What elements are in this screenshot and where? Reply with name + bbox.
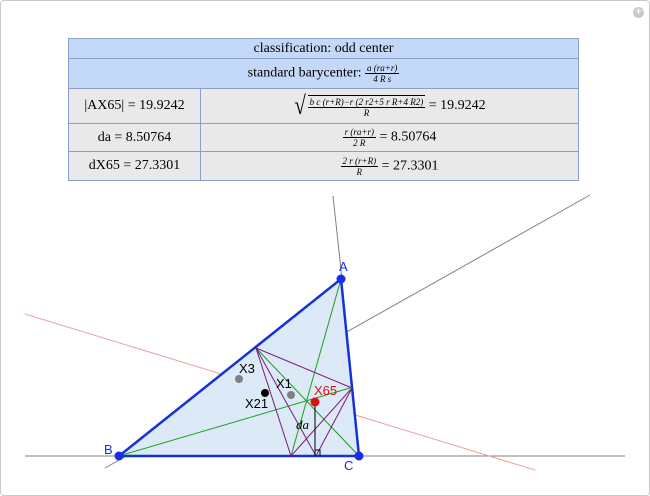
dx65-value: = 27.3301 [381,158,439,174]
point-x3[interactable] [235,375,243,383]
dx65-fraction: 2 r (r+R) R [340,155,379,177]
distance-dx65-label: dX65 = 27.3301 [68,151,201,181]
purple-quadrilateral [255,347,353,457]
da-numerator: r (ra+r) [342,127,376,138]
label-x21: X21 [245,396,268,411]
label-x1: X1 [276,376,292,391]
label-b: B [104,442,113,457]
purple-segment-2 [315,387,353,457]
ax65-value: = 19.9242 [428,98,486,114]
barycenter-numerator: a (ra+r) [365,63,400,74]
label-a: A [339,259,348,274]
barycenter-denominator: 4 R s [373,74,392,84]
label-x65: X65 [314,383,337,398]
label-c: C [344,458,353,473]
point-x21[interactable] [261,389,269,397]
ax65-numerator: b c (r+R)−r (2 r2+5 r R+4 R2) [307,96,426,108]
vertex-c[interactable] [354,451,364,461]
classification-cell: classification: odd center [68,38,579,59]
da-fraction: r (ra+r) 2 R [342,127,376,148]
vertex-a[interactable] [336,274,346,284]
dx65-numerator: 2 r (r+R) [340,155,379,167]
triangle-abc [115,276,361,458]
label-da: da [296,417,310,432]
distance-ax65-label: |AX65| = 19.9242 [68,88,201,124]
point-x65[interactable] [310,397,320,407]
distance-ax65-formula: √ b c (r+R)−r (2 r2+5 r R+4 R2) R = 19.9… [200,88,579,124]
ax65-denominator: R [363,107,370,118]
distance-dx65-formula: 2 r (r+R) R = 27.3301 [200,151,579,181]
barycenter-cell: standard barycenter: a (ra+r) 4 R s [68,58,579,89]
plus-circle-icon[interactable]: + [633,7,644,18]
distance-da-formula: r (ra+r) 2 R = 8.50764 [200,123,579,152]
da-denominator: 2 R [353,138,366,148]
vertex-b[interactable] [114,451,124,461]
right-angle-mark [315,449,321,456]
barycenter-label: standard barycenter: [247,65,362,81]
ac-extension [332,195,343,280]
dx65-denominator: R [356,166,363,177]
info-table: classification: odd center standard bary… [68,38,579,181]
cevian-c [255,347,360,457]
sqrt-icon: √ [294,91,307,120]
sqrt-expression: √ b c (r+R)−r (2 r2+5 r R+4 R2) R [293,91,426,120]
ax65-fraction: b c (r+R)−r (2 r2+5 r R+4 R2) R [307,96,426,118]
barycenter-fraction: a (ra+r) 4 R s [365,63,400,84]
purple-segment-1 [255,347,317,457]
label-x3: X3 [239,361,255,376]
point-x1[interactable] [287,391,295,399]
da-value: = 8.50764 [379,129,437,145]
